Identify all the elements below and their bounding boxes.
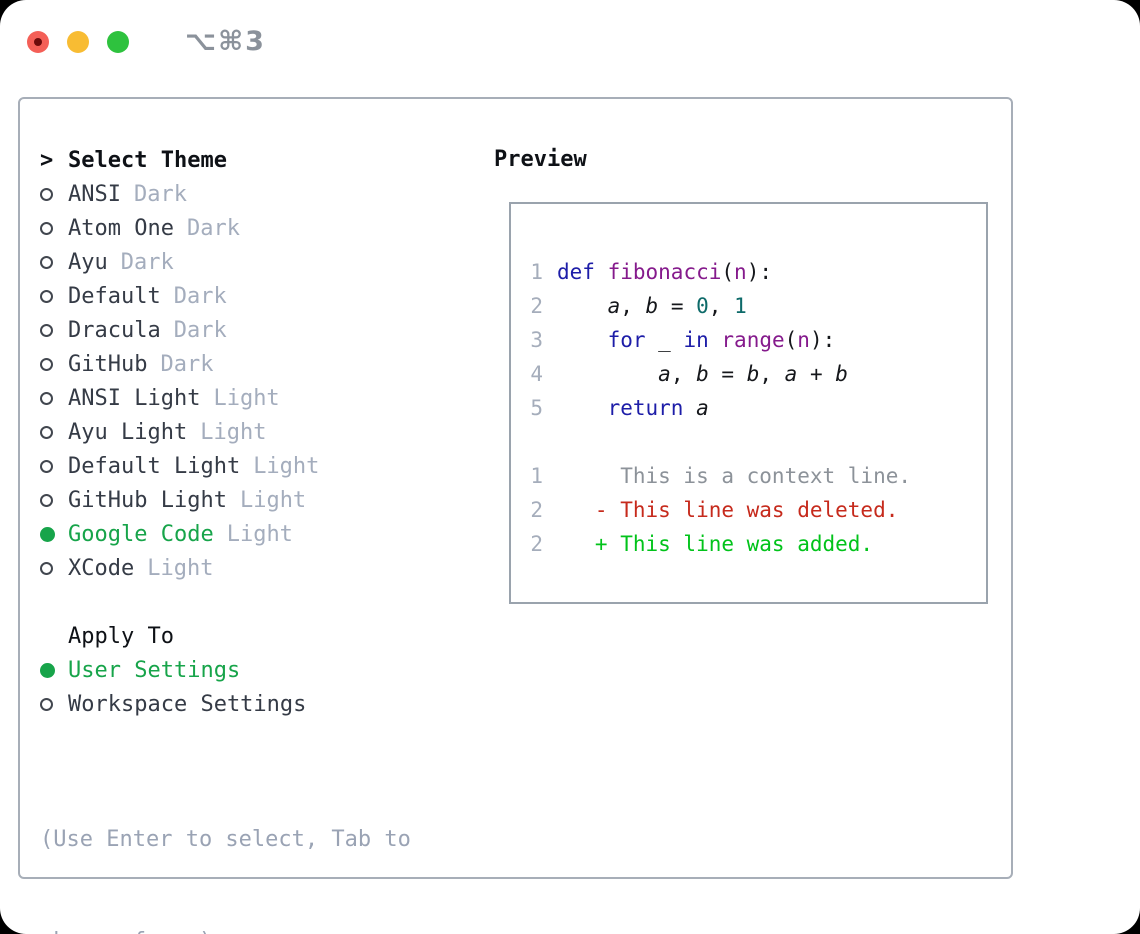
theme-name: Google Code bbox=[68, 521, 214, 547]
diff-preview: 1 This is a context line.2 - This line w… bbox=[530, 459, 986, 561]
code-line: 3 for _ in range(n): bbox=[530, 323, 986, 357]
theme-name: Ayu Light bbox=[68, 419, 188, 445]
radio-icon bbox=[40, 391, 53, 405]
theme-option-atom-one[interactable]: Atom One Dark bbox=[40, 211, 411, 245]
prompt-caret: > bbox=[40, 147, 54, 173]
help-line: change focus) bbox=[40, 925, 411, 934]
line-number: 3 bbox=[530, 328, 543, 352]
gap bbox=[40, 721, 411, 755]
theme-option-ansi-light[interactable]: ANSI Light Light bbox=[40, 381, 411, 415]
line-number: 4 bbox=[530, 362, 543, 386]
theme-variant: Dark bbox=[173, 317, 227, 343]
apply-option-label: User Settings bbox=[68, 657, 241, 683]
window-titlebar: ⌥⌘3 bbox=[27, 26, 266, 57]
theme-option-ansi[interactable]: ANSI Dark bbox=[40, 177, 411, 211]
apply-to-header: Apply To bbox=[40, 619, 411, 653]
theme-variant: Light bbox=[226, 521, 293, 547]
theme-variant: Dark bbox=[160, 351, 214, 377]
theme-name: ANSI bbox=[68, 181, 121, 207]
radio-icon bbox=[40, 425, 53, 439]
select-theme-title: Select Theme bbox=[68, 147, 227, 173]
blank-line bbox=[530, 425, 986, 459]
code-line: 4 a, b = b, a + b bbox=[530, 357, 986, 391]
line-number: 1 bbox=[530, 260, 543, 284]
radio-icon bbox=[40, 187, 53, 201]
radio-icon bbox=[40, 289, 53, 303]
theme-option-github[interactable]: GitHub Dark bbox=[40, 347, 411, 381]
theme-name: Ayu bbox=[68, 249, 108, 275]
theme-option-default-light[interactable]: Default Light Light bbox=[40, 449, 411, 483]
radio-icon bbox=[40, 561, 53, 575]
radio-icon bbox=[40, 459, 53, 473]
radio-icon bbox=[40, 323, 53, 337]
theme-option-ayu[interactable]: Ayu Dark bbox=[40, 245, 411, 279]
theme-variant: Light bbox=[253, 453, 320, 479]
radio-selected-icon bbox=[40, 662, 55, 678]
theme-name: GitHub Light bbox=[68, 487, 227, 513]
apply-option-label: Workspace Settings bbox=[68, 691, 307, 717]
diff-line: 2 + This line was added. bbox=[530, 527, 986, 561]
code-line: 2 a, b = 0, 1 bbox=[530, 289, 986, 323]
radio-icon bbox=[40, 221, 53, 235]
radio-icon bbox=[40, 697, 53, 711]
close-dot-icon bbox=[34, 37, 42, 46]
apply-option-workspace-settings[interactable]: Workspace Settings bbox=[40, 687, 411, 721]
theme-variant: Dark bbox=[120, 249, 174, 275]
select-theme-header: > Select Theme bbox=[40, 143, 411, 177]
theme-variant: Light bbox=[147, 555, 214, 581]
radio-icon bbox=[40, 493, 53, 507]
preview-title: Preview bbox=[494, 147, 587, 172]
radio-icon bbox=[40, 255, 53, 269]
apply-option-user-settings[interactable]: User Settings bbox=[40, 653, 411, 687]
theme-name: XCode bbox=[68, 555, 135, 581]
theme-name: Atom One bbox=[68, 215, 174, 241]
theme-variant: Light bbox=[213, 385, 280, 411]
theme-variant: Dark bbox=[186, 215, 240, 241]
theme-variant: Light bbox=[200, 419, 267, 445]
help-line: (Use Enter to select, Tab to bbox=[40, 827, 411, 852]
diff-line: 1 This is a context line. bbox=[530, 459, 986, 493]
theme-option-google-code[interactable]: Google Code Light bbox=[40, 517, 411, 551]
theme-variant: Dark bbox=[173, 283, 227, 309]
theme-name: GitHub bbox=[68, 351, 148, 377]
minimize-button[interactable] bbox=[67, 30, 89, 53]
theme-variant: Light bbox=[239, 487, 307, 513]
diff-line: 2 - This line was deleted. bbox=[530, 493, 986, 527]
radio-icon bbox=[40, 357, 53, 371]
gap bbox=[40, 585, 411, 619]
help-text: (Use Enter to select, Tab to change focu… bbox=[40, 755, 411, 934]
theme-option-github-light[interactable]: GitHub Light Light bbox=[40, 483, 411, 517]
line-number: 2 bbox=[530, 294, 543, 318]
radio-selected-icon bbox=[40, 526, 55, 542]
theme-name: Default bbox=[68, 283, 161, 309]
theme-name: ANSI Light bbox=[68, 385, 201, 411]
line-number: 2 bbox=[530, 532, 543, 556]
theme-name: Dracula bbox=[68, 317, 161, 343]
zoom-button[interactable] bbox=[107, 30, 129, 53]
close-button[interactable] bbox=[27, 30, 49, 53]
line-number: 2 bbox=[530, 498, 543, 522]
theme-option-xcode[interactable]: XCode Light bbox=[40, 551, 411, 585]
theme-option-default[interactable]: Default Dark bbox=[40, 279, 411, 313]
code-line: 5 return a bbox=[530, 391, 986, 425]
apply-to-title: Apply To bbox=[68, 623, 174, 649]
theme-option-dracula[interactable]: Dracula Dark bbox=[40, 313, 411, 347]
line-number: 1 bbox=[530, 464, 543, 488]
theme-option-ayu-light[interactable]: Ayu Light Light bbox=[40, 415, 411, 449]
line-number: 5 bbox=[530, 396, 543, 420]
theme-variant: Dark bbox=[133, 181, 187, 207]
theme-name: Default Light bbox=[68, 453, 241, 479]
window-title: ⌥⌘3 bbox=[185, 26, 266, 57]
